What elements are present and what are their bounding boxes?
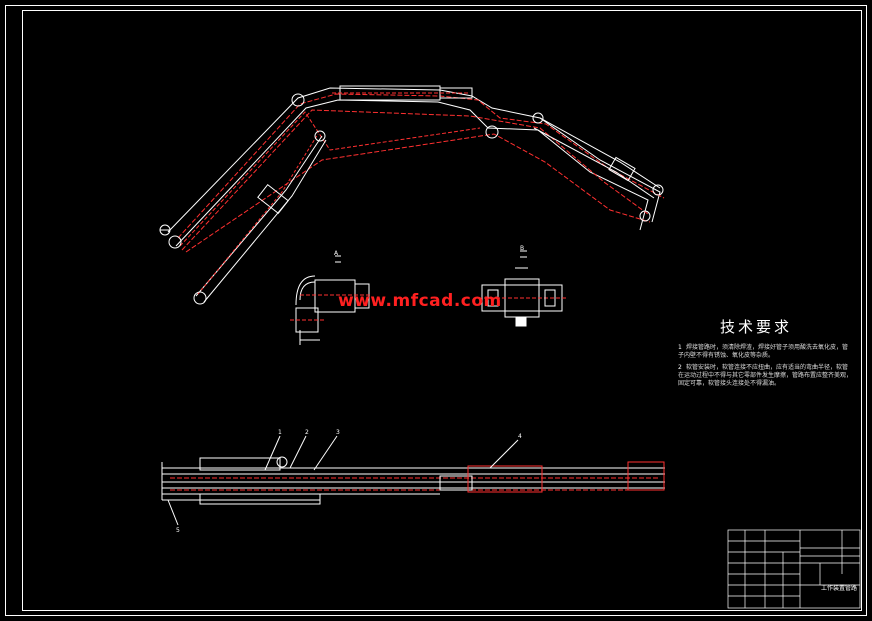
watermark-text: www.mfcad.com <box>338 291 502 311</box>
callout-2: 2 <box>305 429 309 436</box>
drawing-name: 工作装置管路 <box>821 585 858 592</box>
section-a-label: A <box>334 250 339 257</box>
callout-3: 3 <box>336 429 340 436</box>
drawing-border-inner <box>22 10 862 611</box>
boom-arm-side-view <box>159 85 665 305</box>
note-number: 2 <box>678 363 682 371</box>
technical-requirements-title: 技术要求 <box>720 318 793 336</box>
callout-4: 4 <box>518 433 522 440</box>
section-view-b <box>478 250 568 327</box>
section-b-label: B <box>520 245 524 252</box>
title-block <box>727 529 861 609</box>
note-text: 软管安装时，软管连接不应扭曲，应有适当的弯曲半径，软管在运动过程中不得与其它零部… <box>678 363 853 388</box>
note-text: 焊接管路时，须清除焊渣，焊接好管子须用酸洗去氧化皮，管子内壁不得有锈蚀、氧化皮等… <box>678 344 849 360</box>
section-view-a <box>290 255 370 345</box>
note-number: 1 <box>678 344 682 351</box>
piping-plan-view <box>161 435 665 526</box>
callout-5: 5 <box>176 527 180 534</box>
drawing-border-outer <box>5 5 867 616</box>
callout-1: 1 <box>278 429 282 436</box>
